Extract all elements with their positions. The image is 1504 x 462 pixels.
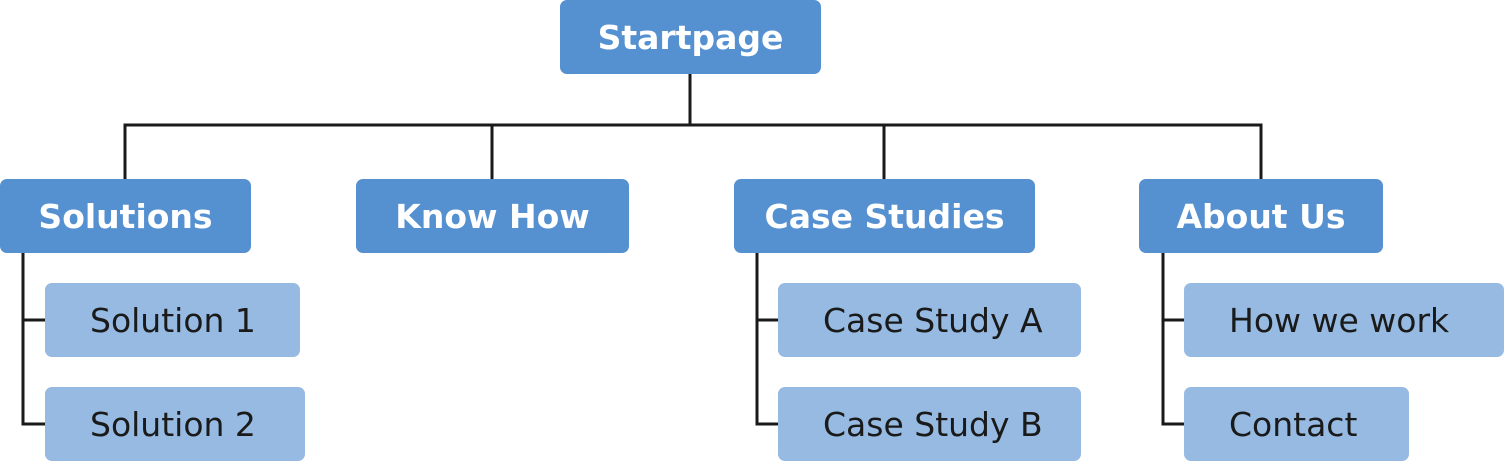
node-about-us-label: About Us <box>1176 196 1346 236</box>
node-case-study-a-label: Case Study A <box>823 300 1043 340</box>
node-solution-2-label: Solution 2 <box>90 404 256 444</box>
node-contact-label: Contact <box>1229 404 1358 444</box>
node-case-study-b-label: Case Study B <box>823 404 1043 444</box>
node-contact: Contact <box>1184 387 1409 461</box>
node-case-studies: Case Studies <box>734 179 1035 253</box>
node-startpage: Startpage <box>560 0 821 74</box>
node-solutions-label: Solutions <box>38 196 213 236</box>
node-how-we-work-label: How we work <box>1229 300 1450 340</box>
node-solution-1: Solution 1 <box>45 283 300 357</box>
node-case-studies-label: Case Studies <box>764 196 1005 236</box>
node-about-us: About Us <box>1139 179 1383 253</box>
node-solutions: Solutions <box>0 179 251 253</box>
node-how-we-work: How we work <box>1184 283 1504 357</box>
node-case-study-a: Case Study A <box>778 283 1081 357</box>
node-know-how: Know How <box>356 179 629 253</box>
node-solution-2: Solution 2 <box>45 387 305 461</box>
node-startpage-label: Startpage <box>597 17 784 57</box>
node-solution-1-label: Solution 1 <box>90 300 256 340</box>
node-know-how-label: Know How <box>395 196 590 236</box>
node-case-study-b: Case Study B <box>778 387 1081 461</box>
